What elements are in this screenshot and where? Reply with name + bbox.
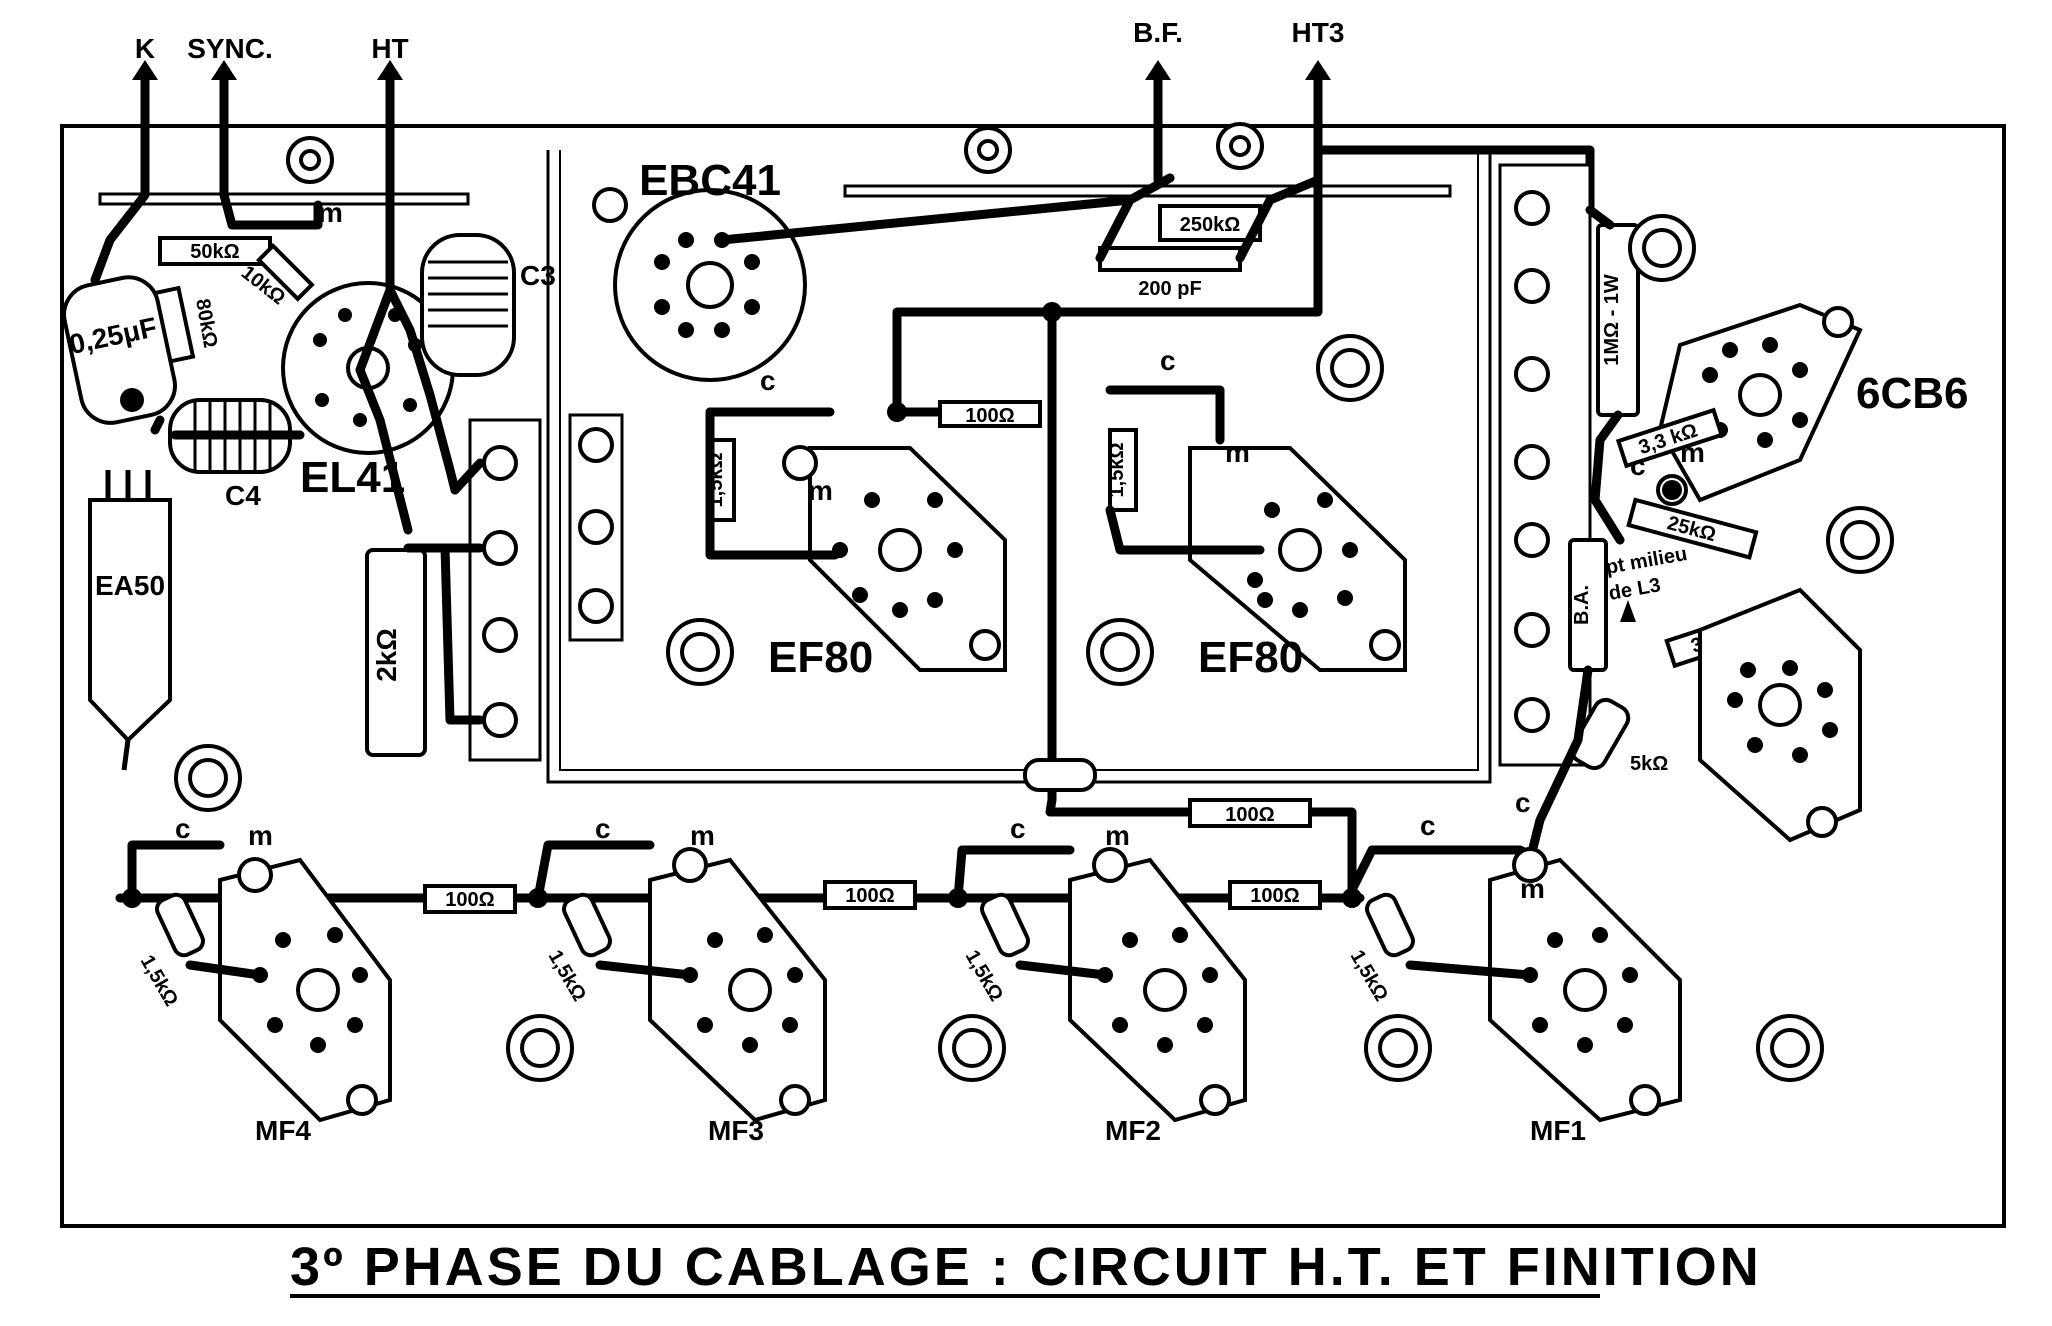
resistor-15k-mf3	[562, 892, 612, 958]
mark-m-6cb6: m	[1680, 437, 1705, 468]
resistor-15k-mf3-label: 1,5kΩ	[544, 947, 591, 1006]
tube-6cb6-label: 6CB6	[1856, 369, 1969, 418]
terminal-bf-label: B.F.	[1133, 17, 1183, 48]
mark-c-mf4: c	[175, 813, 191, 844]
tube-mf4-label: MF4	[255, 1115, 311, 1146]
resistor-250k-label: 250kΩ	[1180, 214, 1241, 236]
resistor-100-mid	[1188, 798, 1312, 828]
resistor-100-top	[938, 400, 1042, 428]
tube-mf3-label: MF3	[708, 1115, 764, 1146]
resistor-15k-mf4-label: 1,5kΩ	[136, 952, 183, 1011]
mark-c-right: c	[1515, 787, 1531, 818]
coil-c4-label: C4	[225, 480, 261, 511]
mark-c-mf1: c	[1420, 810, 1436, 841]
mark-m-ef80-left: m	[808, 475, 833, 506]
resistor-2k-label: 2kΩ	[371, 628, 402, 682]
resistor-100-a-label: 100Ω	[445, 889, 494, 911]
grommet	[1023, 758, 1097, 792]
resistor-15k-mf2	[980, 892, 1030, 958]
mark-c-mf3: c	[595, 813, 611, 844]
tube-mf1-label: MF1	[1530, 1115, 1586, 1146]
resistor-100-c	[1228, 880, 1322, 910]
terminal-ht-label: HT	[371, 33, 408, 64]
resistor-15k-right-label: 1,5kΩ	[1106, 443, 1128, 498]
diagram-caption: 3º PHASE DU CABLAGE : CIRCUIT H.T. ET FI…	[290, 1237, 1762, 1297]
terminal-sync-label: SYNC.	[187, 33, 273, 64]
mark-m-mf4: m	[248, 820, 273, 851]
mark-c-mf2: c	[1010, 813, 1026, 844]
tube-ef80-right: EF80	[1188, 446, 1407, 682]
mark-c-ef80-left: c	[760, 365, 776, 396]
resistor-15k-mf2-label: 1,5kΩ	[961, 947, 1008, 1006]
capacitor-200pf-label: 200 pF	[1138, 278, 1201, 300]
resistor-33k-a	[1615, 407, 1725, 469]
compartment-outline	[546, 150, 1492, 784]
tube-mf4: MF4	[218, 857, 392, 1146]
mark-c-ef80-right: c	[1160, 345, 1176, 376]
resistor-15k-right	[1108, 428, 1138, 512]
terminal-ht3-label: HT3	[1292, 17, 1345, 48]
terminal-sync: SYNC.	[187, 33, 273, 200]
resistor-100-b-label: 100Ω	[845, 885, 894, 907]
tube-mf2-label: MF2	[1105, 1115, 1161, 1146]
compartment-inner	[559, 150, 1479, 771]
tube-mf1: MF1	[1488, 847, 1682, 1146]
resistor-15k-mf4	[155, 892, 205, 958]
tube-mf3: MF3	[648, 847, 827, 1146]
resistor-25k	[1626, 497, 1759, 560]
coil-c3: C3	[420, 233, 556, 377]
terminal-k: K	[132, 33, 158, 200]
tube-ef80-left-label: EF80	[768, 633, 873, 682]
capacitor-025uf: 0,25μF	[62, 275, 177, 425]
chassis-outline	[60, 124, 2006, 1228]
tube-ebc41-label: EBC41	[639, 156, 781, 205]
terminal-bf: B.F.	[1133, 17, 1183, 185]
coil-c3-label: C3	[520, 260, 556, 291]
terminal-k-label: K	[135, 33, 155, 64]
resistor-5k: 5kΩ	[1569, 697, 1668, 775]
mark-m-mf3: m	[690, 820, 715, 851]
resistor-100-a	[423, 884, 517, 914]
tube-ef80-right-label: EF80	[1198, 633, 1303, 682]
resistor-10k	[256, 243, 315, 302]
resistor-100-top-label: 100Ω	[965, 405, 1014, 427]
terminal-ht: HT	[371, 33, 409, 200]
resistor-80k-label: 80kΩ	[191, 297, 221, 349]
mark-c-6cb6: c	[1630, 450, 1646, 481]
mark-m-mf2: m	[1105, 820, 1130, 851]
tag-strip-left	[98, 192, 470, 206]
tube-6cb6: 6CB6	[1656, 302, 1969, 506]
mark-m-mf1: m	[1520, 873, 1545, 904]
coil-c4: C4	[168, 398, 292, 511]
resistor-ba-label: B.A.	[1571, 585, 1593, 625]
label-de-l3: de L3	[1607, 574, 1662, 605]
resistor-15k-mf1-label: 1,5kΩ	[1346, 947, 1393, 1006]
tube-ea50: EA50	[88, 470, 172, 771]
tube-ea50-label: EA50	[95, 570, 165, 601]
resistor-2k	[365, 548, 427, 757]
resistor-15k-mf1	[1365, 892, 1415, 958]
tube-ebc41: EBC41	[613, 156, 807, 382]
tube-mf2: MF2	[1068, 847, 1247, 1146]
label-pt-milieu: pt milieu	[1604, 543, 1689, 579]
capacitor-200pf	[1098, 246, 1242, 272]
resistor-100-mid-label: 100Ω	[1225, 804, 1274, 826]
resistor-50k-label: 50kΩ	[190, 241, 239, 263]
tube-6cb6-lower	[1698, 587, 1862, 843]
tube-ef80-left: EF80	[768, 446, 1007, 682]
resistor-100-b	[823, 880, 917, 910]
mark-m-ef80-right: m	[1225, 437, 1250, 468]
resistor-1m-1w-label: 1MΩ - 1W	[1601, 274, 1623, 366]
resistor-100-c-label: 100Ω	[1250, 885, 1299, 907]
resistor-5k-label: 5kΩ	[1630, 753, 1668, 775]
